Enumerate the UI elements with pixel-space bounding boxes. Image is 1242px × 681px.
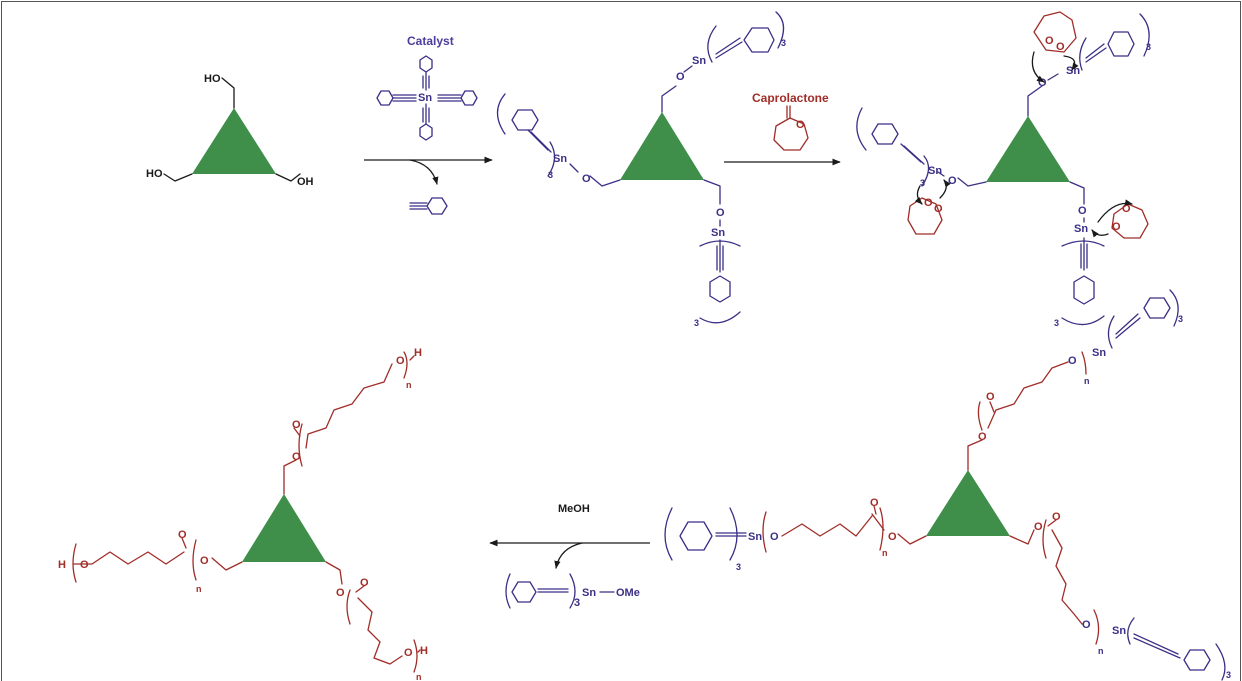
stoich-index: 3 [694,318,699,328]
oxygen-label: O [924,197,933,209]
tin-label: Sn [1074,223,1088,235]
oxygen-label: O [1034,521,1043,533]
oxygen-label: O [292,451,301,463]
repeat-index: n [1084,376,1090,386]
oxygen-label: O [336,587,345,599]
oxygen-label: O [888,531,897,543]
tin-label: Sn [748,531,762,543]
repeat-index: n [1098,646,1104,656]
star-polycaprolactone-product: O O O n H O n O O H O O O n H [58,347,428,681]
oxygen-label: O [404,647,413,659]
repeat-index: n [406,380,412,390]
hydrogen-label: H [58,559,66,571]
oxygen-label: O [796,119,805,131]
oxygen-label: O [978,431,987,443]
hydrogen-label: H [420,645,428,657]
repeat-index: n [196,584,202,594]
oxygen-label: O [676,71,685,83]
stoich-index: 3 [1054,318,1059,328]
stoich-index: 3 [574,597,580,609]
living-polymer-intermediate: O O O n Sn 3 O O n O Sn 3 O O [664,289,1231,681]
monomer-coordination-intermediate: O Sn 3 O O O Sn 3 O O O Sn [856,11,1151,328]
tin-label: Sn [1092,347,1106,359]
stoich-index: 3 [548,170,553,180]
oxygen-label: O [716,207,725,219]
oxygen-label: O [582,173,591,185]
oxygen-label: O [360,577,369,589]
oxygen-label: O [948,175,957,187]
tin-label: Sn [1112,625,1126,637]
catalyst-structure: Catalyst Sn [376,34,478,141]
repeat-index: n [416,672,422,681]
hydroxyl-label-right: OH [297,176,314,188]
stoich-index: 3 [1146,42,1151,52]
triol-core-molecule: HO HO OH [146,73,314,188]
oxygen-label: O [1112,221,1121,233]
repeat-index: n [882,548,888,558]
stoich-index: 3 [736,562,741,572]
hydroxyl-label-left: HO [146,168,163,180]
core-triangle [620,112,704,180]
oxygen-label: O [396,355,405,367]
core-triangle [986,116,1070,182]
hydrogen-label: H [414,347,422,359]
oxygen-label: O [200,555,209,567]
methoxide-label: OMe [616,587,640,599]
methanol-label: MeOH [558,503,590,515]
oxygen-label: O [1045,35,1054,47]
stoich-index: 3 [920,178,925,188]
oxygen-label: O [1078,205,1087,217]
oxygen-label: O [1082,619,1091,631]
tin-label: Sn [692,55,706,67]
oxygen-label: O [986,391,995,403]
tin-alkoxide-intermediate: O Sn 3 O Sn 3 O Sn 3 [496,11,786,328]
oxygen-label: O [870,497,879,509]
stoich-index: 3 [1178,314,1183,324]
release-curved-arrow [554,542,583,569]
catalyst-tin-label: Sn [418,92,432,104]
tin-label: Sn [553,153,567,165]
byproduct-curved-arrow [409,159,439,185]
stoich-index: 3 [1226,670,1231,680]
oxygen-label: O [1052,511,1061,523]
caprolactone-label: Caprolactone [752,91,829,105]
tin-label: Sn [711,227,725,239]
tin-label: Sn [928,165,942,177]
oxygen-label: O [1038,77,1047,89]
core-triangle [926,470,1010,536]
catalyst-label: Catalyst [407,34,454,48]
oxygen-label: O [770,531,779,543]
core-triangle [242,494,326,562]
oxygen-label: O [80,559,89,571]
oxygen-label: O [1122,203,1131,215]
stoich-index: 3 [781,38,786,48]
caprolactone-monomer: O [773,105,809,151]
oxygen-label: O [292,419,301,431]
oxygen-label: O [1068,355,1077,367]
oxygen-label: O [178,529,187,541]
oxygen-label: O [1056,41,1065,53]
tin-methoxide-byproduct: 3 Sn OMe [505,573,640,609]
oxygen-label: O [934,203,943,215]
core-triangle [192,108,276,174]
hydroxyl-label-top: HO [204,73,221,85]
phenylacetylene-byproduct [409,197,448,215]
tin-label: Sn [582,587,596,599]
